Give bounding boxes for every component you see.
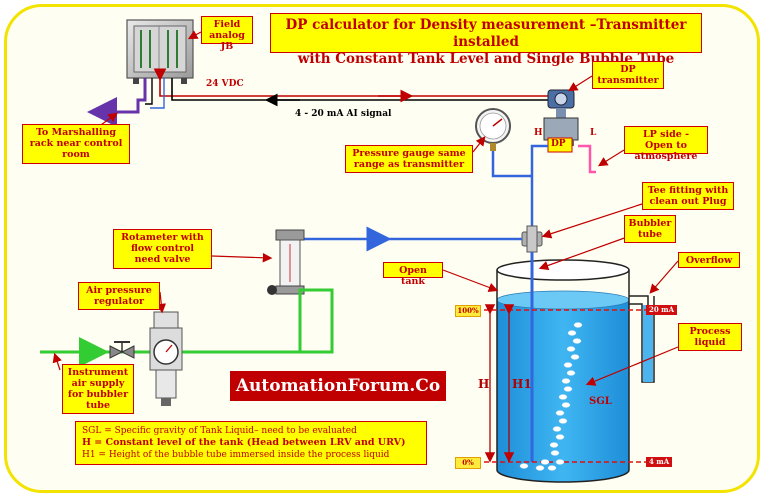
air-pressure-regulator <box>149 311 183 406</box>
title-line-1: DP calculator for Density measurement –T… <box>285 17 687 50</box>
label-l-side: L <box>590 128 597 138</box>
callout-air-regulator: Air pressure regulator <box>78 282 160 310</box>
legend-box: SGL = Specific gravity of Tank Liquid– n… <box>75 421 427 465</box>
rotameter <box>267 229 305 295</box>
title-line-2: with Constant Tank Level and Single Bubb… <box>297 51 675 67</box>
callout-field-jb: Field analog JB <box>201 16 253 52</box>
overflow-pipe <box>629 295 655 383</box>
label-h-dimension: H <box>478 377 490 391</box>
callout-lp-side: LP side - Open to atmosphere <box>624 126 708 162</box>
label-sgl: SGL <box>589 396 612 407</box>
callout-pressure-gauge: Pressure gauge same range as transmitter <box>345 145 473 173</box>
legend-line-1: SGL = Specific gravity of Tank Liquid– n… <box>82 426 357 436</box>
pressure-gauge <box>475 108 511 151</box>
label-ai-signal: 4 - 20 mA AI signal <box>295 109 392 119</box>
callout-dp-transmitter: DP transmitter <box>592 61 664 89</box>
callout-open-tank: Open tank <box>383 262 443 287</box>
callout-rotameter: Rotameter with flow control need valve <box>113 229 212 269</box>
label-h1-dimension: H1 <box>512 377 532 391</box>
callout-marshalling: To Marshalling rack near control room <box>22 124 130 164</box>
legend-line-2: H = Constant level of the tank (Head bet… <box>82 437 406 448</box>
label-100-percent: 100% <box>455 305 481 317</box>
callout-tee-fitting: Tee fitting with clean out Plug <box>642 182 734 210</box>
label-20ma: 20 mA <box>646 305 678 315</box>
label-24vdc: 24 VDC <box>206 79 244 89</box>
tee-fitting <box>521 225 543 253</box>
diagram-title: DP calculator for Density measurement –T… <box>270 13 702 67</box>
legend-line-3: H1 = Height of the bubble tube immersed … <box>82 450 390 460</box>
label-0-percent: 0% <box>455 457 481 469</box>
brand-banner: AutomationForum.Co <box>230 371 446 401</box>
callout-process-liquid: Process liquid <box>678 323 742 351</box>
callout-bubbler-tube: Bubbler tube <box>624 215 676 243</box>
label-dp: DP <box>551 139 566 149</box>
label-h-side: H <box>534 128 543 138</box>
open-tank <box>496 259 630 483</box>
air-bubbles <box>519 322 583 471</box>
callout-instrument-air: Instrument air supply for bubbler tube <box>62 364 134 414</box>
marshalling-cable <box>87 78 165 127</box>
field-junction-box <box>126 19 194 84</box>
label-4ma: 4 mA <box>646 457 673 467</box>
dp-transmitter <box>543 89 579 146</box>
callout-overflow: Overflow <box>678 252 740 268</box>
isolation-valve <box>109 341 135 359</box>
